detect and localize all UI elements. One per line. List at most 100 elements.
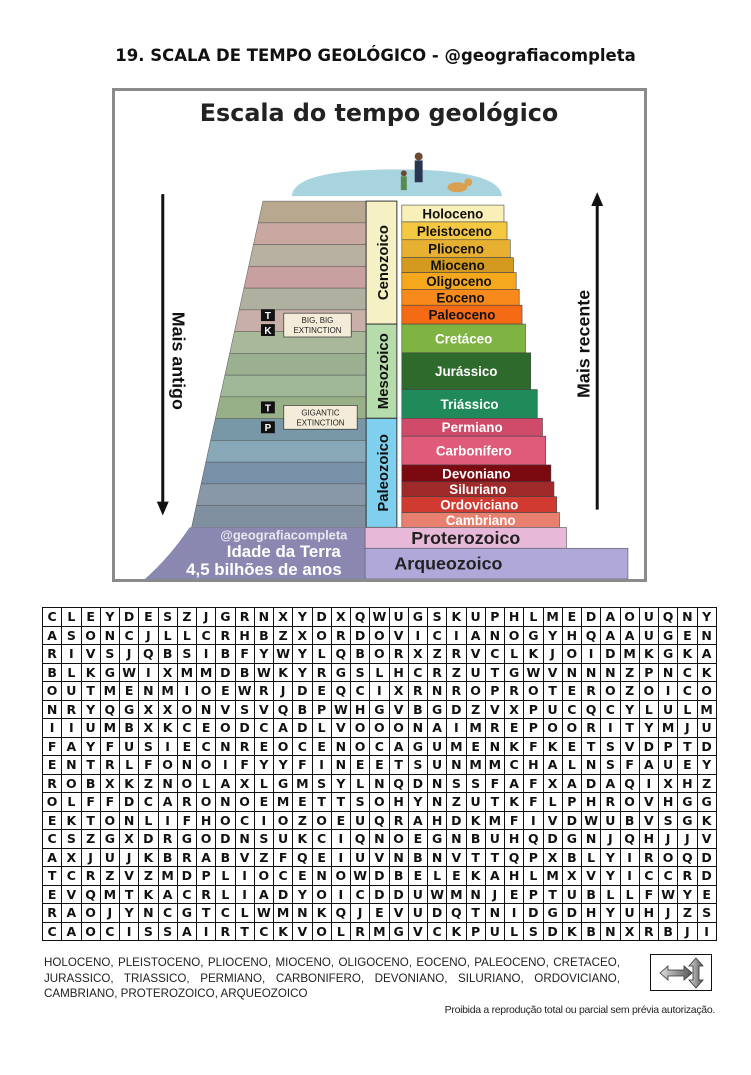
grid-cell[interactable]: L [312, 645, 332, 664]
grid-cell[interactable]: O [620, 608, 640, 627]
grid-cell[interactable]: X [389, 682, 409, 701]
grid-cell[interactable]: J [678, 719, 698, 738]
grid-cell[interactable]: L [428, 867, 448, 886]
grid-cell[interactable]: O [370, 626, 390, 645]
grid-cell[interactable]: L [351, 774, 371, 793]
grid-cell[interactable]: B [235, 663, 255, 682]
grid-cell[interactable]: O [235, 793, 255, 812]
grid-cell[interactable]: U [485, 830, 505, 849]
grid-cell[interactable]: L [639, 700, 659, 719]
grid-cell[interactable]: U [639, 626, 659, 645]
grid-cell[interactable]: K [62, 811, 82, 830]
grid-cell[interactable]: G [408, 737, 428, 756]
grid-cell[interactable]: Y [408, 793, 428, 812]
grid-cell[interactable]: Y [697, 756, 717, 775]
grid-cell[interactable]: U [543, 700, 563, 719]
grid-cell[interactable]: O [81, 904, 101, 923]
grid-cell[interactable]: I [524, 811, 544, 830]
grid-cell[interactable]: X [62, 848, 82, 867]
grid-cell[interactable]: R [158, 830, 178, 849]
grid-cell[interactable]: O [370, 645, 390, 664]
grid-cell[interactable]: X [408, 645, 428, 664]
grid-cell[interactable]: D [697, 737, 717, 756]
grid-cell[interactable]: Y [601, 848, 621, 867]
grid-cell[interactable]: I [120, 922, 140, 941]
grid-cell[interactable]: I [447, 719, 467, 738]
grid-cell[interactable]: B [43, 663, 63, 682]
grid-cell[interactable]: T [43, 867, 63, 886]
grid-cell[interactable]: I [158, 811, 178, 830]
grid-cell[interactable]: M [100, 719, 120, 738]
grid-cell[interactable]: I [697, 922, 717, 941]
grid-cell[interactable]: H [659, 793, 679, 812]
grid-cell[interactable]: K [466, 811, 486, 830]
grid-cell[interactable]: C [139, 793, 159, 812]
grid-cell[interactable]: D [351, 626, 371, 645]
grid-cell[interactable]: D [370, 867, 390, 886]
grid-cell[interactable]: E [312, 682, 332, 701]
grid-cell[interactable]: F [524, 774, 544, 793]
grid-cell[interactable]: G [100, 663, 120, 682]
grid-cell[interactable]: D [601, 645, 621, 664]
grid-cell[interactable]: S [601, 737, 621, 756]
grid-cell[interactable]: C [158, 904, 178, 923]
grid-cell[interactable]: E [81, 608, 101, 627]
grid-cell[interactable]: T [543, 885, 563, 904]
grid-cell[interactable]: Y [254, 756, 274, 775]
grid-cell[interactable]: Z [697, 774, 717, 793]
grid-cell[interactable]: N [601, 922, 621, 941]
grid-cell[interactable]: V [447, 848, 467, 867]
grid-cell[interactable]: S [62, 830, 82, 849]
grid-cell[interactable]: P [562, 793, 582, 812]
grid-cell[interactable]: Q [678, 848, 698, 867]
grid-cell[interactable]: N [43, 700, 63, 719]
grid-cell[interactable]: D [543, 830, 563, 849]
grid-cell[interactable]: K [81, 663, 101, 682]
grid-cell[interactable]: L [216, 867, 236, 886]
grid-cell[interactable]: L [505, 922, 525, 941]
grid-cell[interactable]: O [81, 922, 101, 941]
grid-cell[interactable]: O [639, 682, 659, 701]
grid-cell[interactable]: H [524, 756, 544, 775]
grid-cell[interactable]: D [177, 867, 197, 886]
grid-cell[interactable]: N [447, 830, 467, 849]
grid-cell[interactable]: W [370, 608, 390, 627]
grid-cell[interactable]: B [582, 885, 602, 904]
grid-cell[interactable]: C [485, 645, 505, 664]
grid-cell[interactable]: A [62, 904, 82, 923]
grid-cell[interactable]: D [408, 774, 428, 793]
grid-cell[interactable]: U [485, 922, 505, 941]
grid-cell[interactable]: D [562, 811, 582, 830]
grid-cell[interactable]: S [235, 700, 255, 719]
grid-cell[interactable]: O [197, 793, 217, 812]
grid-cell[interactable]: J [81, 848, 101, 867]
grid-cell[interactable]: N [312, 867, 332, 886]
grid-cell[interactable]: Y [293, 608, 313, 627]
grid-cell[interactable]: E [562, 682, 582, 701]
grid-cell[interactable]: F [235, 645, 255, 664]
grid-cell[interactable]: J [659, 830, 679, 849]
grid-cell[interactable]: D [697, 848, 717, 867]
grid-cell[interactable]: I [177, 682, 197, 701]
grid-cell[interactable]: O [562, 645, 582, 664]
grid-cell[interactable]: A [601, 626, 621, 645]
grid-cell[interactable]: U [697, 719, 717, 738]
grid-cell[interactable]: C [370, 737, 390, 756]
grid-cell[interactable]: E [351, 756, 371, 775]
grid-cell[interactable]: D [120, 793, 140, 812]
grid-cell[interactable]: A [485, 867, 505, 886]
grid-cell[interactable]: L [177, 626, 197, 645]
grid-cell[interactable]: N [370, 830, 390, 849]
grid-cell[interactable]: V [620, 737, 640, 756]
grid-cell[interactable]: S [428, 608, 448, 627]
grid-cell[interactable]: W [351, 867, 371, 886]
grid-cell[interactable]: Y [81, 700, 101, 719]
grid-cell[interactable]: O [177, 700, 197, 719]
grid-cell[interactable]: S [158, 922, 178, 941]
grid-cell[interactable]: J [678, 830, 698, 849]
grid-cell[interactable]: K [139, 885, 159, 904]
grid-cell[interactable]: F [139, 756, 159, 775]
grid-cell[interactable]: X [139, 719, 159, 738]
grid-cell[interactable]: Y [274, 756, 294, 775]
grid-cell[interactable]: E [197, 719, 217, 738]
